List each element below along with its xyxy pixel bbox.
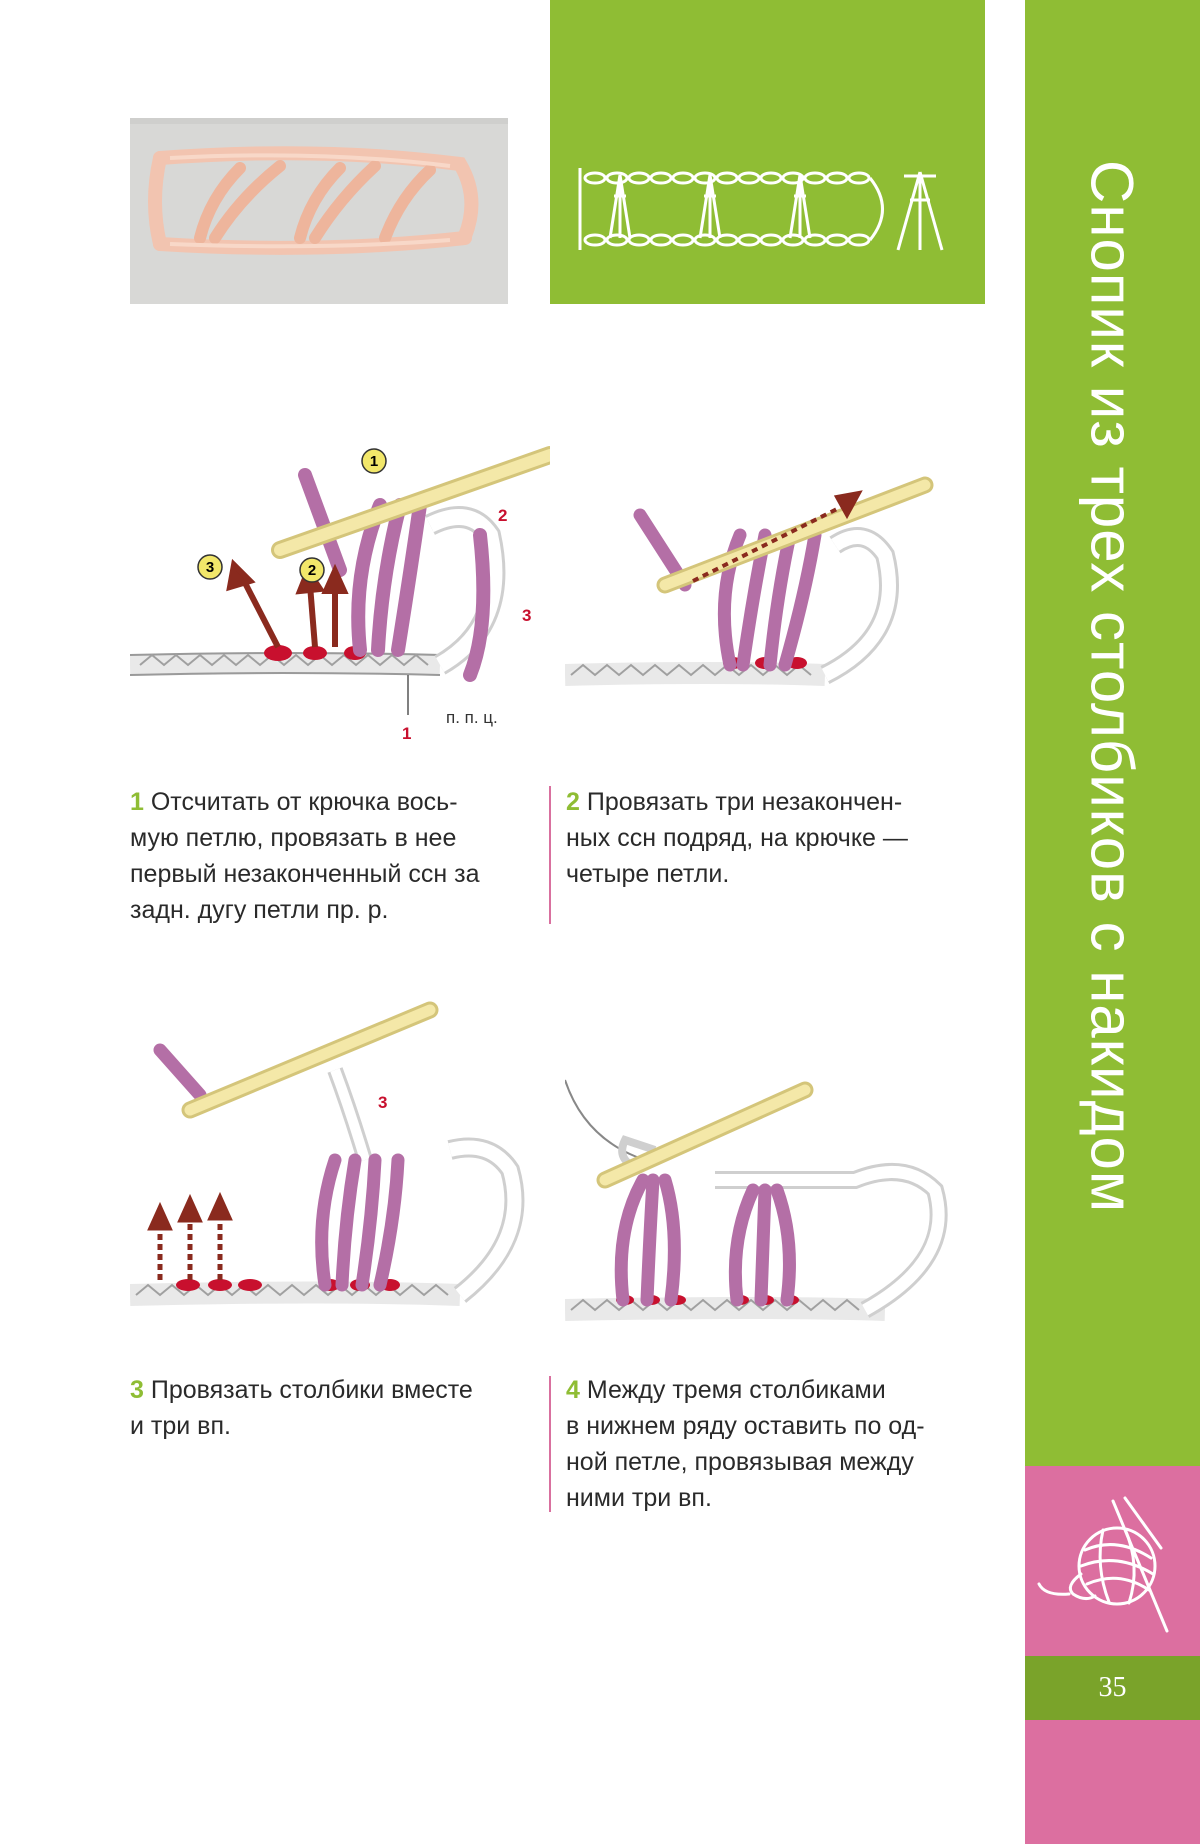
diagram-step-4 <box>564 1070 957 1340</box>
step-1-text: Отсчитать от крючка вось- мую петлю, про… <box>130 788 480 924</box>
d1-circle-2: 2 <box>308 562 316 579</box>
d1-red-2: 2 <box>498 506 507 525</box>
step-1-number: 1 <box>130 788 144 816</box>
step-4-number: 4 <box>566 1376 580 1404</box>
step-2-text: Провязать три незакончен- ных ссн подряд… <box>566 788 908 888</box>
step-2-number: 2 <box>566 788 580 816</box>
diagram-step-3: 3 <box>129 990 550 1330</box>
divider-bottom <box>549 1376 551 1512</box>
chain-bottom <box>583 233 871 247</box>
side-pink-bottom <box>1025 1720 1200 1844</box>
side-pink-block <box>1025 1466 1200 1656</box>
d1-circle-3: 3 <box>206 559 214 576</box>
diagram-step-2 <box>564 465 957 705</box>
d1-circle-1: 1 <box>370 453 378 470</box>
page-number-block <box>1025 1656 1200 1720</box>
d1-red-1: 1 <box>402 724 411 743</box>
page-title: Снопик из трех столбиков с накидом <box>1078 160 1146 1214</box>
chain-top <box>583 171 871 185</box>
crochet-scheme <box>550 0 985 304</box>
yarn-ball-icon <box>1037 1496 1169 1633</box>
divider-top <box>549 786 551 924</box>
vertical-title-wrap: Снопик из трех столбиков с накидом <box>1042 160 1182 1460</box>
step-4: 4 Между тремя столбиками в нижнем ряду о… <box>566 1372 966 1516</box>
step-3: 3 Провязать столбики вместе и три вп. <box>130 1372 540 1444</box>
step-2: 2 Провязать три незакончен- ных ссн подр… <box>566 784 966 892</box>
step-3-number: 3 <box>130 1376 144 1404</box>
d1-ppc-label: п. п. ц. <box>446 708 498 727</box>
step-3-text: Провязать столбики вместе и три вп. <box>130 1376 473 1440</box>
page-number: 35 <box>1098 1672 1127 1703</box>
d3-red-3: 3 <box>378 1093 387 1112</box>
step-4-text: Между тремя столбиками в нижнем ряду ост… <box>566 1376 925 1512</box>
diagram-step-1: 1 2 3 2 3 1 п. п. ц. <box>129 425 559 745</box>
d1-red-3: 3 <box>522 606 531 625</box>
sample-photo <box>130 118 508 304</box>
step-1: 1 Отсчитать от крючка вось- мую петлю, п… <box>130 784 540 928</box>
